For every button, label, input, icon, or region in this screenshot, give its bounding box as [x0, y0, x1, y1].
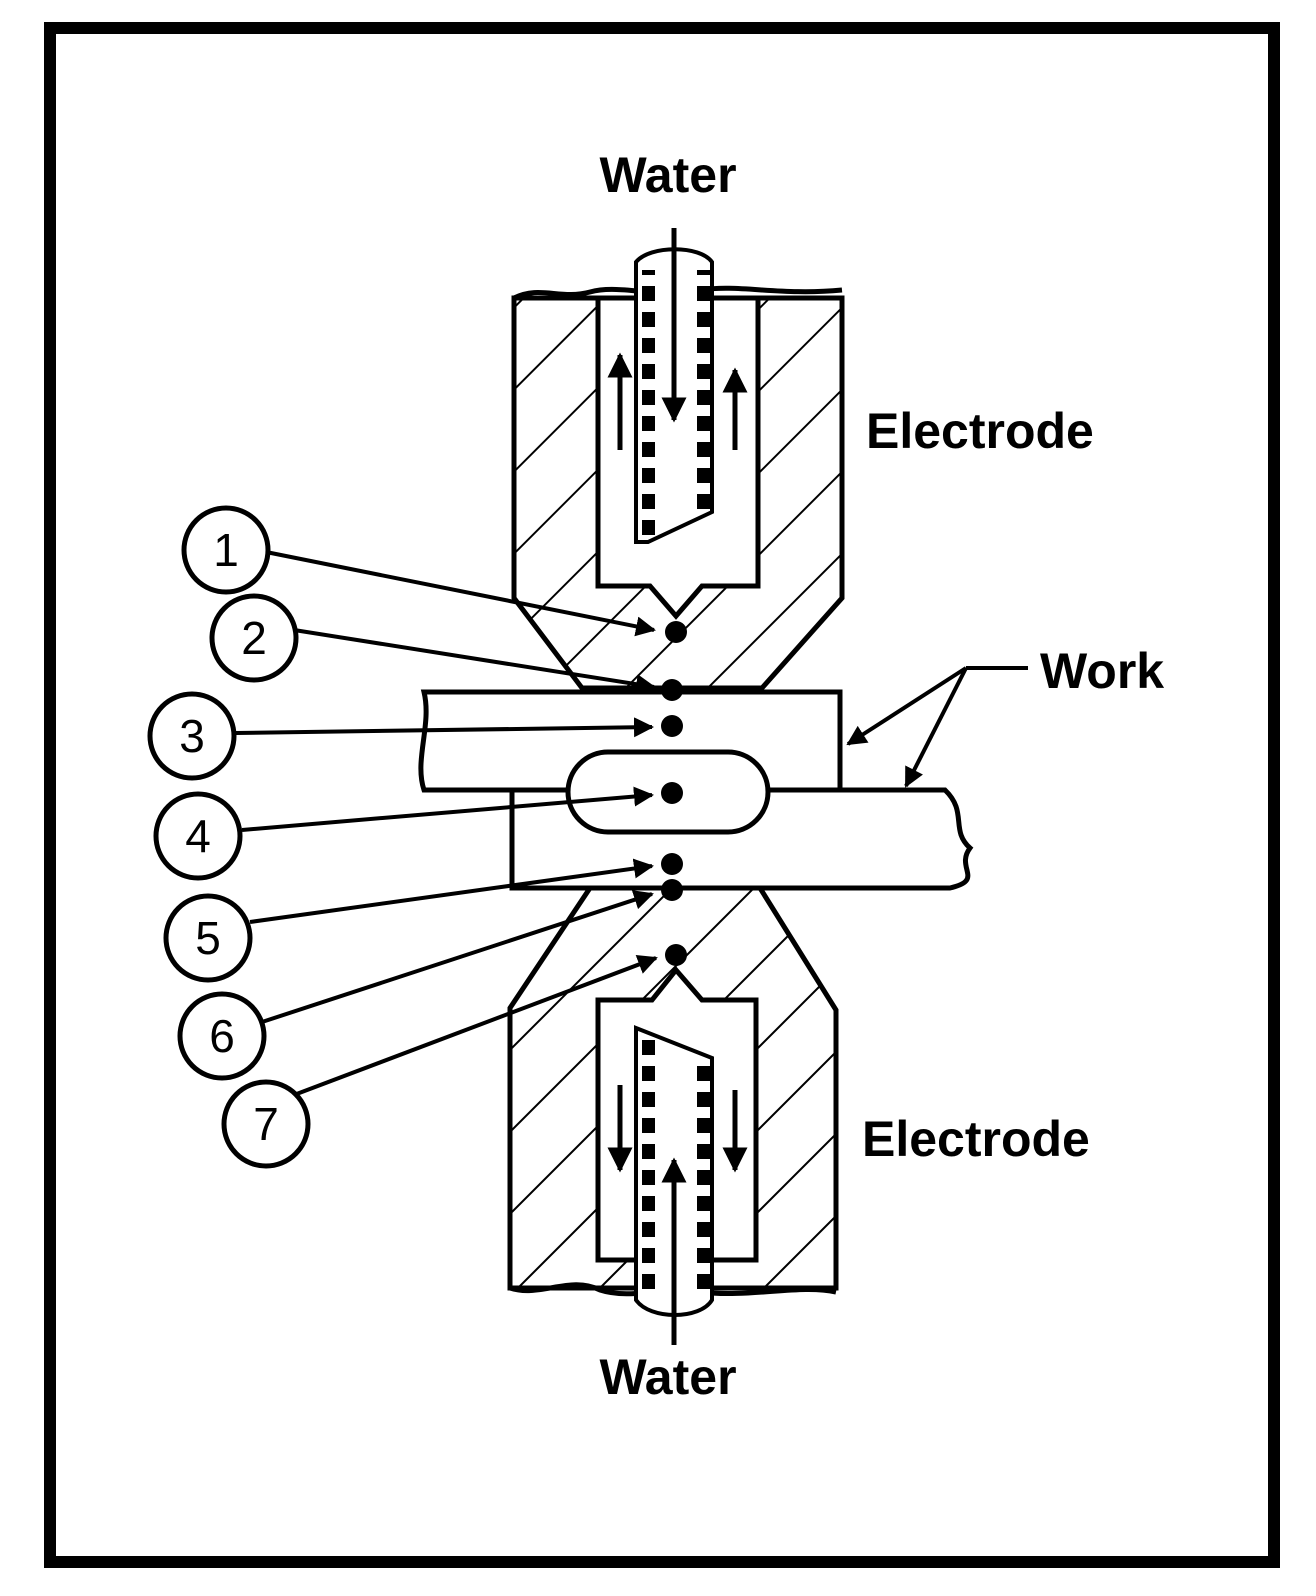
point-dot-1 — [665, 621, 687, 643]
point-dot-7 — [665, 944, 687, 966]
point-label-7: 7 — [221, 1079, 311, 1169]
top-electrode — [511, 228, 845, 691]
water-bottom-label: Water — [599, 1349, 736, 1405]
point-label-5: 5 — [163, 893, 253, 983]
point-dot-3 — [661, 715, 683, 737]
diagram-frame — [44, 22, 1280, 1568]
leader-arrows — [235, 550, 658, 1100]
svg-text:4: 4 — [185, 810, 211, 862]
point-label-2: 2 — [209, 593, 299, 683]
point-dot-4 — [661, 782, 683, 804]
point-dot-6 — [661, 879, 683, 901]
svg-text:5: 5 — [195, 912, 221, 964]
svg-text:2: 2 — [241, 612, 267, 664]
svg-text:3: 3 — [179, 710, 205, 762]
svg-text:7: 7 — [253, 1098, 279, 1150]
point-dot-5 — [661, 853, 683, 875]
work-leader — [846, 666, 1028, 788]
work-label: Work — [1040, 643, 1164, 699]
point-label-6: 6 — [177, 991, 267, 1081]
bottom-electrode — [507, 885, 839, 1345]
svg-text:1: 1 — [213, 524, 239, 576]
electrode-bottom-label: Electrode — [862, 1111, 1090, 1167]
point-label-1: 1 — [181, 505, 271, 595]
electrode-top-label: Electrode — [866, 403, 1094, 459]
point-label-3: 3 — [147, 691, 237, 781]
water-top-label: Water — [599, 147, 736, 203]
point-dot-2 — [661, 679, 683, 701]
svg-text:6: 6 — [209, 1010, 235, 1062]
point-label-4: 4 — [153, 791, 243, 881]
